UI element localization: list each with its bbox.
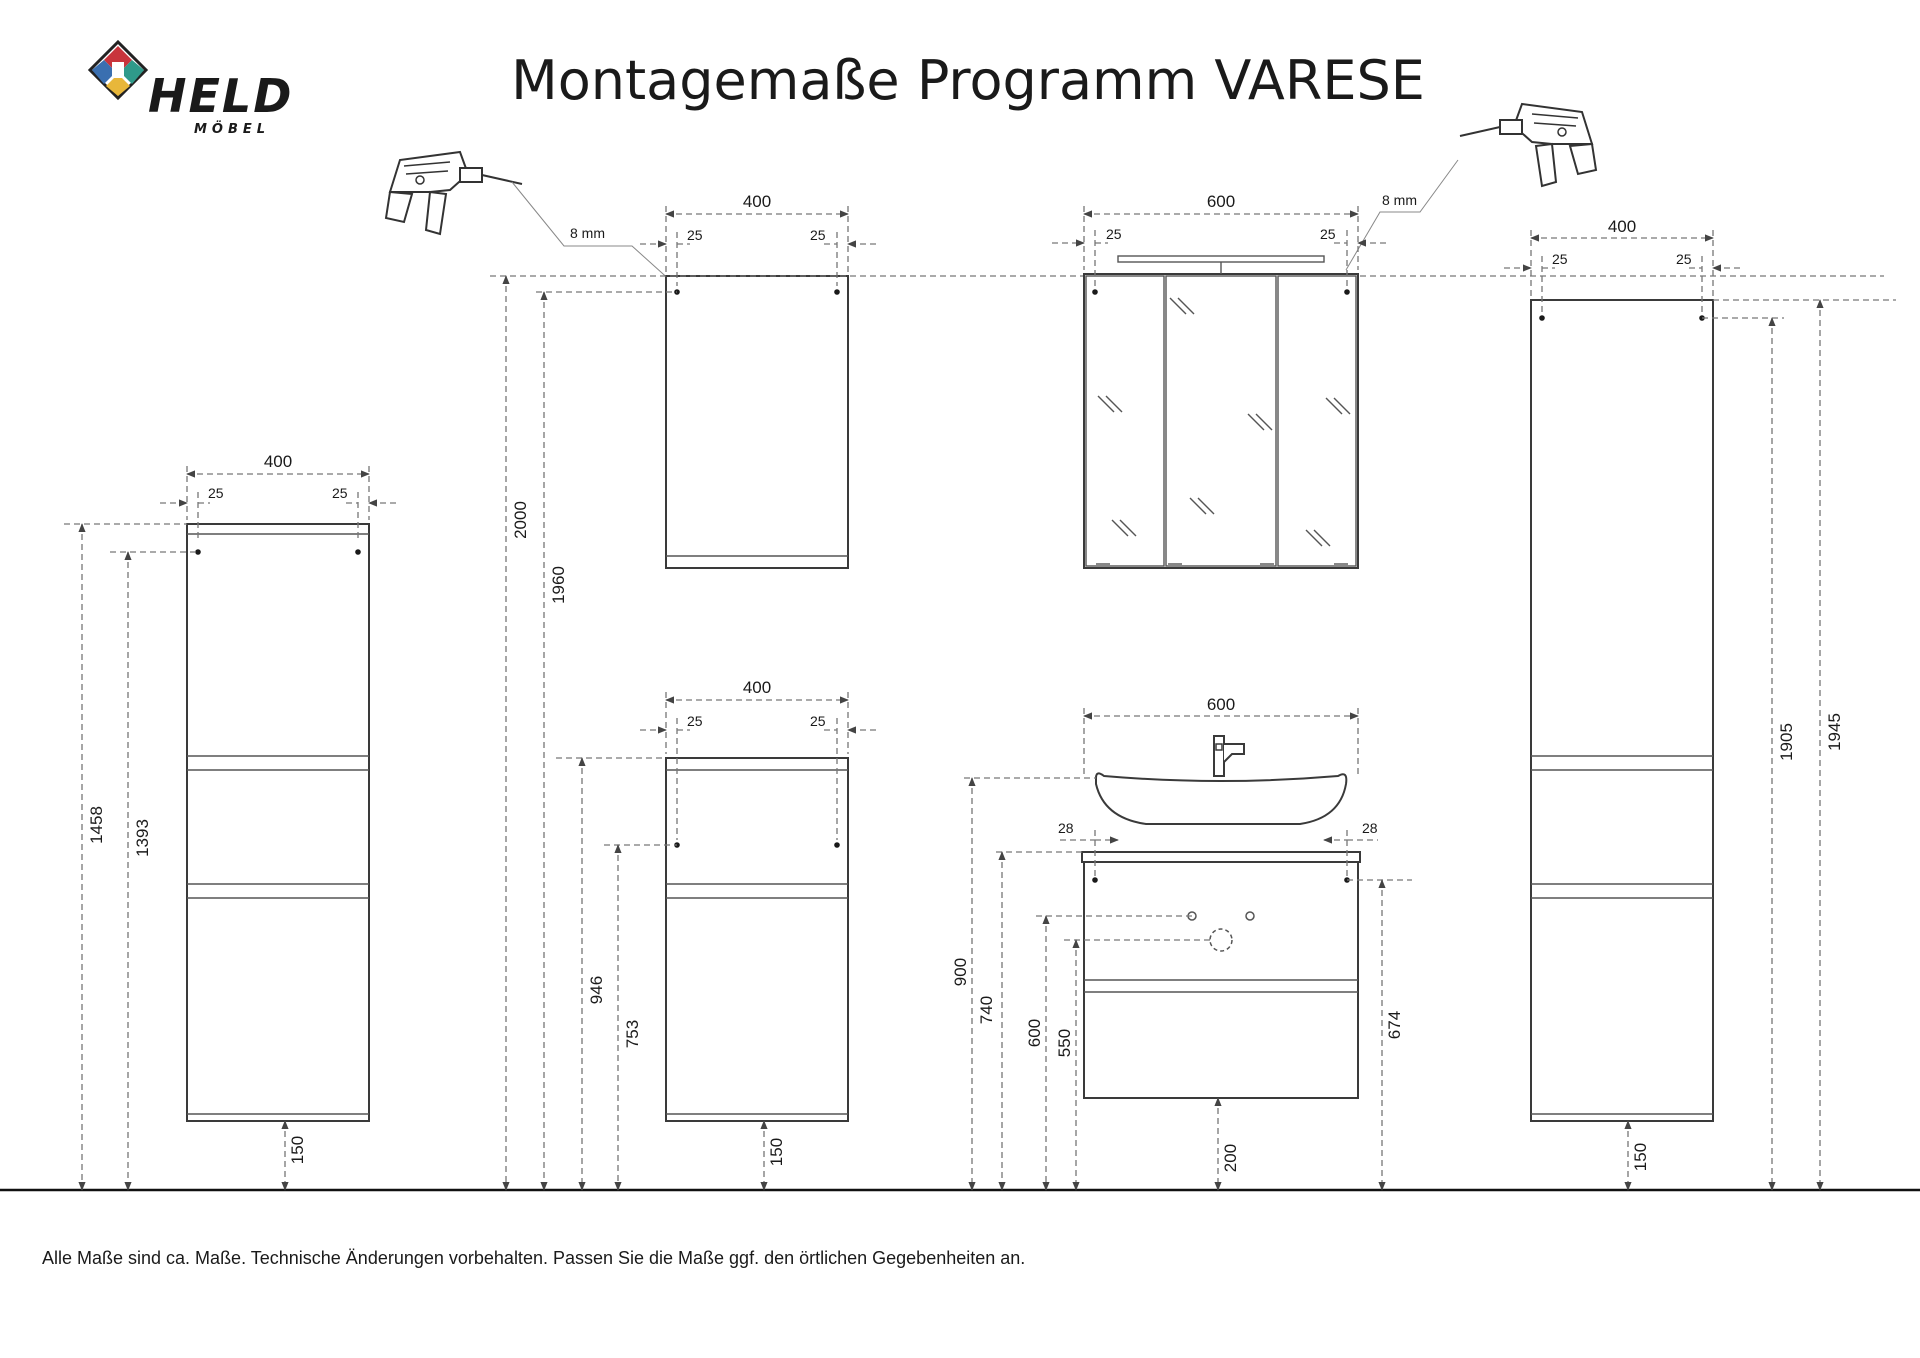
dim-floor-gap: 200 <box>1221 1144 1240 1172</box>
dim-inset: 25 <box>1676 251 1692 267</box>
countertop <box>1081 851 1361 863</box>
glass-reflection-icon <box>1097 297 1351 547</box>
dim-hole-height: 674 <box>1385 1011 1404 1039</box>
dim-height: 2000 <box>511 501 530 539</box>
dim-inset: 25 <box>810 713 826 729</box>
dim-inset: 28 <box>1058 820 1074 836</box>
drill-left-icon <box>385 151 523 235</box>
dim-inset: 25 <box>1552 251 1568 267</box>
page-title: Montagemaße Programm VARESE <box>511 49 1425 112</box>
dim-inset: 25 <box>208 485 224 501</box>
wall-cabinet <box>665 275 849 569</box>
dim-floor-gap: 150 <box>1631 1143 1650 1171</box>
mount-hole <box>1092 289 1098 295</box>
mirror-cabinet <box>1083 255 1359 569</box>
dim-connection: 600 <box>1025 1019 1044 1047</box>
dim-hole-height: 1960 <box>549 566 568 604</box>
dim-width: 400 <box>743 192 771 211</box>
drain-icon <box>1209 928 1233 952</box>
dim-width: 400 <box>264 452 292 471</box>
dim-hole-height: 1393 <box>133 819 152 857</box>
dim-floor-gap: 150 <box>288 1136 307 1164</box>
brand-logo: HELD MÖBEL <box>87 39 293 137</box>
dim-hole-height: 1905 <box>1777 723 1796 761</box>
dim-hole-height: 753 <box>623 1020 642 1048</box>
water-connection-icon <box>1245 911 1255 921</box>
dim-inset: 25 <box>687 713 703 729</box>
drill-right-icon <box>1459 103 1597 187</box>
mount-hole <box>195 549 201 555</box>
footer-note: Alle Maße sind ca. Maße. Technische Ände… <box>42 1248 1025 1268</box>
mount-hole <box>1092 877 1098 883</box>
basin <box>1095 772 1348 825</box>
mount-hole <box>1539 315 1545 321</box>
dim-width: 600 <box>1207 192 1235 211</box>
tall-cabinet-left <box>186 523 370 1122</box>
dim-height: 1458 <box>87 806 106 844</box>
dim-inset: 25 <box>332 485 348 501</box>
brand-name: HELD <box>148 69 293 123</box>
dim-width: 400 <box>743 678 771 697</box>
mount-hole <box>834 289 840 295</box>
base-cabinet <box>665 757 849 1122</box>
dim-floor-gap: 150 <box>767 1138 786 1166</box>
dim-inset: 25 <box>687 227 703 243</box>
dim-inset: 25 <box>1106 226 1122 242</box>
dim-inset: 25 <box>1320 226 1336 242</box>
mount-hole <box>1344 289 1350 295</box>
dim-width: 600 <box>1207 695 1235 714</box>
dim-counter-top: 740 <box>977 996 996 1024</box>
dim-height: 946 <box>587 976 606 1004</box>
mount-hole <box>834 842 840 848</box>
dim-height: 1945 <box>1825 713 1844 751</box>
faucet-icon <box>1213 735 1245 777</box>
drill-left-label: 8 mm <box>570 225 605 241</box>
brand-sub: MÖBEL <box>194 121 270 137</box>
dim-inset: 28 <box>1362 820 1378 836</box>
mount-hole <box>355 549 361 555</box>
tall-cabinet-right <box>1530 299 1714 1122</box>
dim-inset: 25 <box>810 227 826 243</box>
drill-right-label: 8 mm <box>1382 192 1417 208</box>
dim-width: 400 <box>1608 217 1636 236</box>
dim-basin-top: 900 <box>951 958 970 986</box>
vanity-unit <box>1081 735 1361 1099</box>
dim-drain: 550 <box>1055 1029 1074 1057</box>
logo-diamond-icon <box>87 39 149 101</box>
